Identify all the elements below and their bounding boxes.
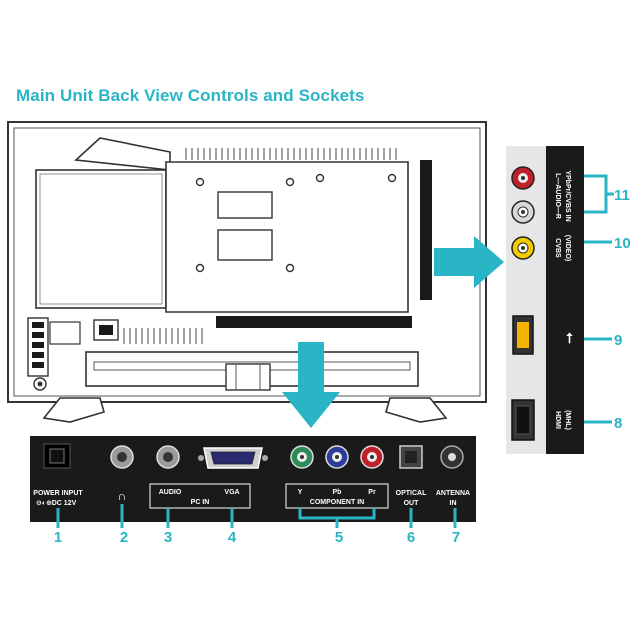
component-bracket — [285, 483, 389, 509]
bottom-bar — [216, 316, 412, 328]
vesa-plate-bottom — [217, 229, 273, 261]
callout-2: 2 — [120, 529, 128, 546]
audio-ypbpr-label-2: YPbPr/CVBS IN — [564, 170, 571, 221]
right-arrow — [434, 236, 504, 288]
cvbs-label: CVBS — [554, 238, 561, 258]
callout-10: 10 — [614, 235, 631, 252]
stand-foot-left — [42, 397, 105, 423]
side-callout-numbers: 11 10 9 8 — [614, 187, 631, 432]
callout-8: 8 — [614, 415, 622, 432]
power-label: POWER INPUT — [33, 490, 83, 497]
side-panel-dark — [546, 146, 584, 454]
stand-foot-right — [385, 397, 448, 423]
down-arrow — [282, 342, 340, 428]
component-pb-label: Pb — [333, 489, 342, 496]
antenna-in-label-2: IN — [450, 500, 457, 507]
hdmi-label: HDMI — [554, 411, 561, 429]
callout-3: 3 — [164, 529, 172, 546]
callout-11: 11 — [614, 187, 630, 204]
power-symbol: ⊖◐⊕ — [36, 500, 52, 507]
callout-6: 6 — [407, 529, 415, 546]
bottom-callout-numbers: 1 2 3 4 5 6 7 — [54, 529, 460, 546]
side-connector-panel: L—AUDIO—R YPbPr/CVBS IN CVBS (VIDEO) ⭠ H… — [506, 146, 584, 454]
optical-out-label-2: OUT — [404, 500, 420, 507]
side-buttons — [27, 317, 119, 391]
pc-audio-label: AUDIO — [159, 489, 182, 496]
callout-4: 4 — [228, 529, 237, 546]
pc-in-bracket — [149, 483, 251, 509]
screw-holes — [195, 173, 397, 273]
component-pr-label: Pr — [368, 489, 376, 496]
component-in-label: COMPONENT IN — [310, 499, 364, 506]
pc-in-label: PC IN — [191, 499, 210, 506]
power-board — [35, 169, 167, 309]
bottom-connector-panel: POWER INPUT ⊖◐⊕ DC 12V ∩ AUDIO VGA PC IN… — [30, 436, 476, 522]
pointer-arrows — [282, 236, 504, 428]
page-title: Main Unit Back View Controls and Sockets — [16, 86, 365, 105]
audio-ypbpr-label: L—AUDIO—R — [554, 173, 561, 219]
callout-1: 1 — [54, 529, 62, 546]
bottom-callout-lines — [56, 504, 457, 528]
callout-5: 5 — [335, 529, 343, 546]
hdmi-label-2: (MHL) — [564, 410, 571, 430]
callout-9: 9 — [614, 332, 622, 349]
pc-vga-label: VGA — [224, 489, 239, 496]
top-vent — [185, 148, 397, 160]
optical-out-label: OPTICAL — [396, 490, 427, 497]
antenna-in-label: ANTENNA — [436, 490, 470, 497]
cvbs-label-2: (VIDEO) — [564, 235, 571, 261]
callout-7: 7 — [452, 529, 460, 546]
headphone-icon: ∩ — [118, 489, 127, 503]
bottom-vent — [123, 328, 203, 344]
side-slot — [420, 160, 432, 300]
tv-back — [7, 121, 487, 423]
usb-icon: ⭠ — [563, 332, 579, 343]
side-callout-lines — [584, 174, 614, 424]
component-y-label: Y — [298, 489, 303, 496]
top-handle — [74, 137, 171, 171]
power-voltage-label: DC 12V — [52, 500, 77, 507]
vesa-plate-top — [217, 191, 273, 219]
